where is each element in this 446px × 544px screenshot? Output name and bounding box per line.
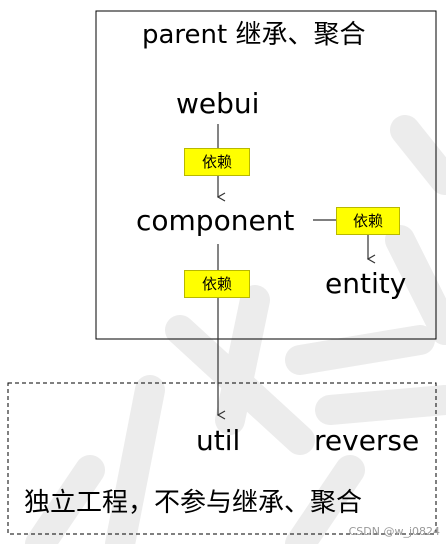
module-reverse: reverse bbox=[314, 424, 420, 457]
module-webui: webui bbox=[176, 87, 260, 120]
module-util: util bbox=[196, 424, 241, 457]
edge-label-webui-component: 依赖 bbox=[184, 148, 250, 176]
background-watermark-strokes bbox=[25, 115, 446, 544]
module-component: component bbox=[136, 204, 295, 237]
edge-label-component-entity: 依赖 bbox=[336, 207, 400, 235]
module-entity: entity bbox=[325, 267, 407, 300]
parent-box-title: parent 继承、聚合 bbox=[142, 20, 366, 50]
csdn-watermark: CSDN @w_j0824 bbox=[348, 525, 440, 538]
independent-box-frame bbox=[7, 382, 437, 535]
parent-box-frame bbox=[95, 10, 437, 340]
edge-label-component-util: 依赖 bbox=[184, 270, 250, 298]
independent-box-title: 独立工程，不参与继承、聚合 bbox=[24, 488, 363, 518]
